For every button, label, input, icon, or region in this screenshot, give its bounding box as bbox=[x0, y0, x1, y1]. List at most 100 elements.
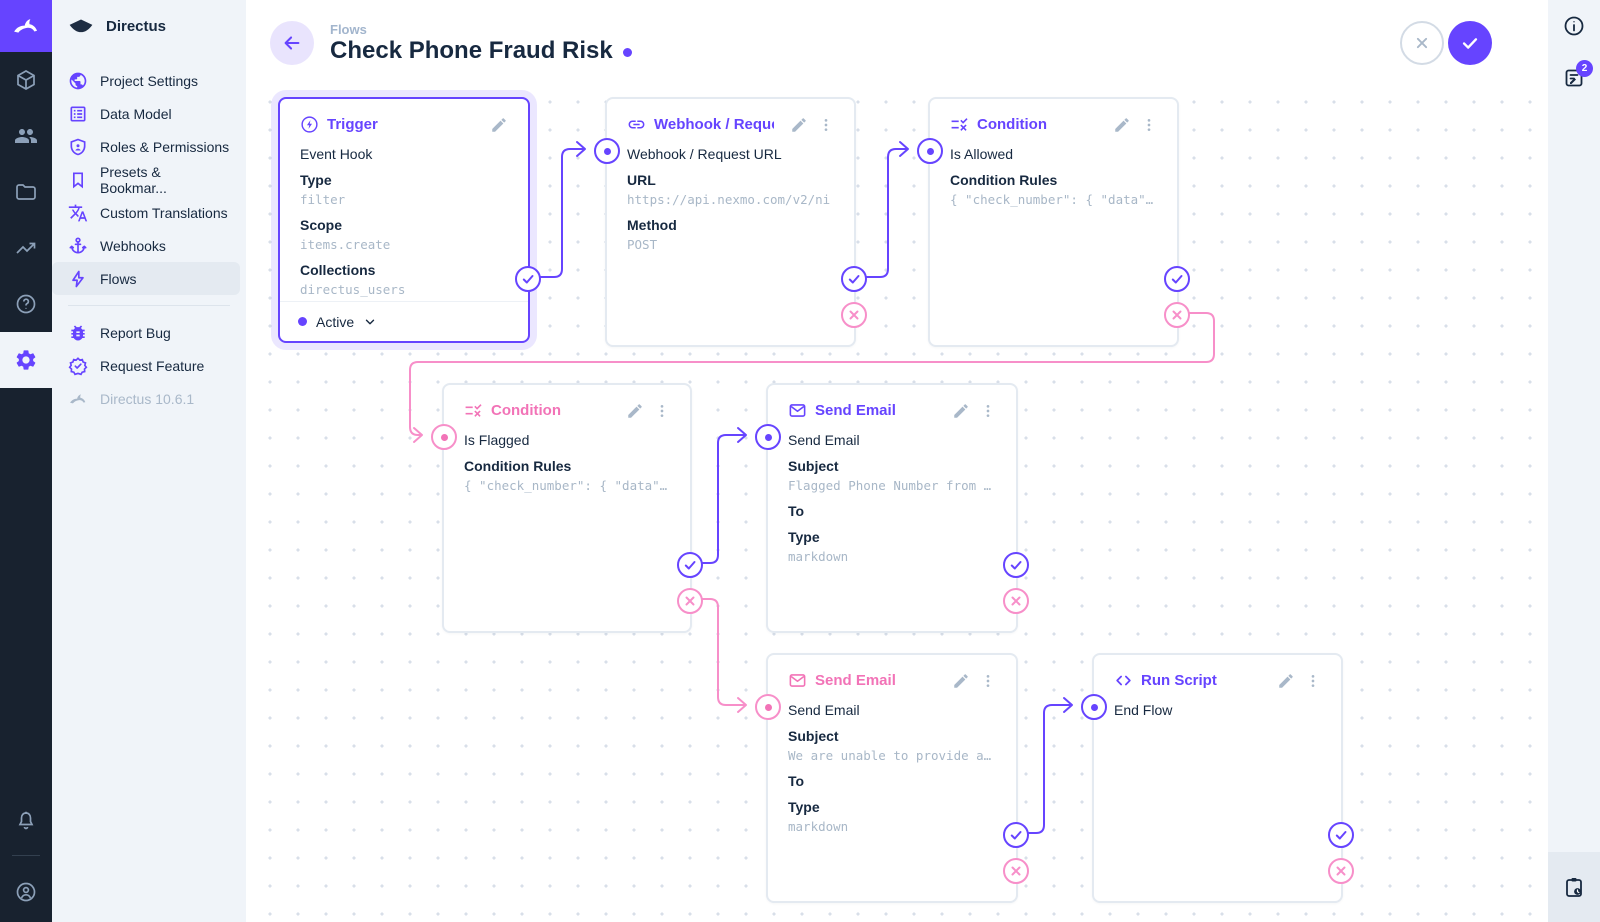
flow-canvas[interactable]: Trigger Event Hook Type filter Scope ite… bbox=[246, 86, 1548, 922]
input-connector[interactable] bbox=[594, 138, 620, 164]
reject-connector[interactable] bbox=[1003, 588, 1029, 614]
module-insights[interactable] bbox=[0, 220, 52, 276]
edge-trigger-webhook bbox=[529, 148, 585, 278]
right-sidebar: 2 bbox=[1548, 0, 1600, 922]
flow-node-send-email-unable[interactable]: Send Email Send Email Subject We are una… bbox=[755, 653, 1029, 903]
input-connector[interactable] bbox=[755, 424, 781, 450]
close-icon bbox=[1416, 37, 1428, 49]
resolve-connector[interactable] bbox=[1003, 822, 1029, 848]
node-menu-button[interactable] bbox=[818, 117, 834, 133]
field-label: Type bbox=[788, 799, 820, 815]
module-settings[interactable] bbox=[0, 332, 52, 388]
flow-node-trigger[interactable]: Trigger Event Hook Type filter Scope ite… bbox=[278, 97, 541, 343]
field-value: filter bbox=[300, 192, 346, 207]
kebab-menu-icon bbox=[986, 674, 990, 687]
unsaved-changes-dot bbox=[622, 48, 632, 57]
flow-node-condition-flagged[interactable]: Condition Is Flagged Condition Rules { "… bbox=[431, 383, 703, 633]
people-icon bbox=[15, 129, 37, 143]
node-title: Condition bbox=[977, 116, 1047, 133]
field-value: https://api.nexmo.com/v2/ni bbox=[627, 192, 831, 207]
flow-status-toggle[interactable]: Active bbox=[280, 301, 528, 341]
node-menu-button[interactable] bbox=[1141, 117, 1157, 133]
flow-node-run-script[interactable]: Run Script End Flow bbox=[1081, 653, 1354, 903]
field-value: Flagged Phone Number from … bbox=[788, 478, 992, 493]
resolve-connector[interactable] bbox=[1164, 266, 1190, 292]
flow-node-condition-allowed[interactable]: Condition Is Allowed Condition Rules { "… bbox=[917, 97, 1190, 347]
nav-item-flows[interactable]: Flows bbox=[52, 262, 240, 295]
nav-item-presets-bookmarks[interactable]: Presets & Bookmar... bbox=[52, 163, 246, 196]
kebab-menu-icon bbox=[824, 118, 828, 131]
edit-node-button[interactable] bbox=[952, 402, 970, 420]
arrow-left-icon bbox=[284, 36, 300, 50]
reject-connector[interactable] bbox=[841, 302, 867, 328]
reject-connector[interactable] bbox=[677, 588, 703, 614]
cube-icon bbox=[17, 70, 35, 90]
info-icon bbox=[1564, 16, 1584, 36]
breadcrumb[interactable]: Flows bbox=[330, 21, 367, 37]
nav-item-data-model[interactable]: Data Model bbox=[52, 97, 246, 130]
node-menu-button[interactable] bbox=[1305, 673, 1321, 689]
notifications-badge: 2 bbox=[1576, 60, 1593, 77]
info-button[interactable] bbox=[1548, 0, 1600, 52]
field-value: markdown bbox=[788, 549, 849, 564]
module-users[interactable] bbox=[0, 108, 52, 164]
nav-list: Project Settings Data Model Roles & Perm… bbox=[52, 52, 246, 415]
field-value: { "check_number": { "data"… bbox=[464, 478, 668, 493]
input-connector[interactable] bbox=[917, 138, 943, 164]
field-label: To bbox=[788, 503, 805, 519]
discard-button[interactable] bbox=[1400, 21, 1444, 65]
resolve-connector[interactable] bbox=[1328, 822, 1354, 848]
kebab-menu-icon bbox=[1311, 674, 1315, 687]
input-connector[interactable] bbox=[1081, 694, 1107, 720]
nav-item-custom-translations[interactable]: Custom Translations bbox=[52, 196, 246, 229]
resolve-connector[interactable] bbox=[1003, 552, 1029, 578]
edit-node-button[interactable] bbox=[790, 116, 808, 134]
edit-node-button[interactable] bbox=[1277, 672, 1295, 690]
field-label: Condition Rules bbox=[950, 172, 1058, 188]
module-docs[interactable] bbox=[0, 276, 52, 332]
edit-node-button[interactable] bbox=[490, 116, 508, 134]
project-header[interactable]: Directus bbox=[52, 0, 246, 52]
code-icon bbox=[1114, 671, 1133, 690]
reject-connector[interactable] bbox=[1328, 858, 1354, 884]
resolve-connector[interactable] bbox=[515, 266, 541, 292]
edit-node-button[interactable] bbox=[1113, 116, 1131, 134]
edit-node-button[interactable] bbox=[952, 672, 970, 690]
input-connector[interactable] bbox=[755, 694, 781, 720]
help-icon bbox=[16, 294, 36, 314]
account-button[interactable] bbox=[0, 862, 52, 922]
nav-item-request-feature[interactable]: Request Feature bbox=[52, 349, 246, 382]
node-menu-button[interactable] bbox=[980, 403, 996, 419]
nav-item-report-bug[interactable]: Report Bug bbox=[52, 316, 246, 349]
notices-button[interactable]: 2 bbox=[1548, 52, 1600, 104]
node-title: Send Email bbox=[815, 402, 896, 419]
flow-node-send-email-flagged[interactable]: Send Email Send Email Subject Flagged Ph… bbox=[755, 383, 1029, 633]
node-menu-button[interactable] bbox=[980, 673, 996, 689]
resolve-connector[interactable] bbox=[841, 266, 867, 292]
operation-name: Send Email bbox=[788, 432, 860, 448]
nav-item-project-settings[interactable]: Project Settings bbox=[52, 64, 246, 97]
back-button[interactable] bbox=[270, 21, 314, 65]
reject-connector[interactable] bbox=[1003, 858, 1029, 884]
notifications-bell[interactable] bbox=[0, 793, 52, 849]
nav-item-webhooks[interactable]: Webhooks bbox=[52, 229, 246, 262]
nav-item-roles-permissions[interactable]: Roles & Permissions bbox=[52, 130, 246, 163]
field-value: We are unable to provide a… bbox=[788, 748, 992, 763]
edge-condflagged-sendunable-arrow bbox=[737, 697, 747, 713]
reject-connector[interactable] bbox=[1164, 302, 1190, 328]
edit-node-button[interactable] bbox=[626, 402, 644, 420]
nav-divider bbox=[68, 305, 230, 306]
save-button[interactable] bbox=[1448, 21, 1492, 65]
kebab-menu-icon bbox=[986, 404, 990, 417]
directus-logo[interactable] bbox=[0, 0, 52, 52]
input-connector[interactable] bbox=[431, 424, 457, 450]
flow-node-webhook[interactable]: Webhook / Request URL Webhook / Request … bbox=[594, 97, 867, 347]
operation-name: Send Email bbox=[788, 702, 860, 718]
node-menu-button[interactable] bbox=[654, 403, 670, 419]
module-content[interactable] bbox=[0, 52, 52, 108]
module-files[interactable] bbox=[0, 164, 52, 220]
activity-log-section[interactable] bbox=[1548, 852, 1600, 922]
operation-name: Webhook / Request URL bbox=[627, 146, 782, 162]
trigger-type: Event Hook bbox=[300, 146, 373, 162]
resolve-connector[interactable] bbox=[677, 552, 703, 578]
